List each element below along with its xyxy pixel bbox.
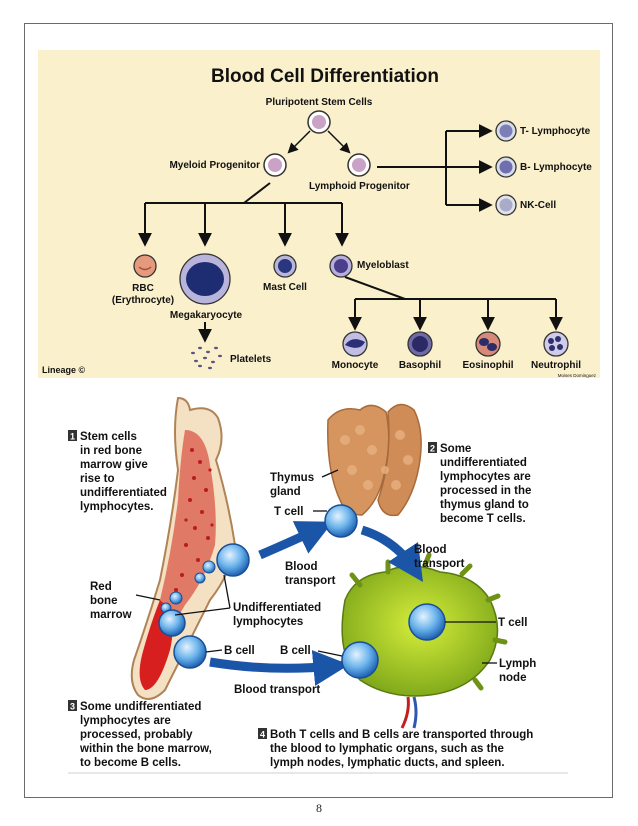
step-1: 1 Stem cells in red bone marrow give ris… xyxy=(68,430,170,513)
step-4: 4 Both T cells and B cells are transport… xyxy=(258,728,536,769)
monocyte-label: Monocyte xyxy=(332,360,379,371)
step-3: 3 Some undifferentiated lymphocytes are … xyxy=(68,700,215,769)
step-3-number: 3 xyxy=(70,702,75,712)
arrow-stem-myeloid xyxy=(287,130,311,154)
myeloblast-cell xyxy=(329,254,353,278)
basophil-label: Basophil xyxy=(399,360,441,371)
platelets-label: Platelets xyxy=(230,354,272,365)
arrow-stem-lymphoid xyxy=(327,130,351,154)
t-cell-node xyxy=(408,603,446,641)
t-cell-top-label: T cell xyxy=(274,506,303,518)
b-lymphocyte-label: B- Lymphocyte xyxy=(520,162,592,173)
b-cell-left-label: B cell xyxy=(224,645,255,657)
stem-cell-label: Pluripotent Stem Cells xyxy=(266,97,373,108)
stem-cell xyxy=(307,110,331,134)
lymphoid-branches xyxy=(377,124,493,212)
b-lymphocyte-cell xyxy=(495,156,517,178)
myeloblast-branches xyxy=(344,276,563,331)
megakaryocyte-cell xyxy=(179,253,231,305)
myeloid-branches xyxy=(138,182,349,247)
blood-transport-bottom-label: Blood transport xyxy=(234,684,320,696)
step-3-text: Some undifferentiated lymphocytes are pr… xyxy=(79,701,215,769)
step-4-text: Both T cells and B cells are transported… xyxy=(270,729,536,769)
platelets-dots xyxy=(191,346,222,370)
monocyte-cell xyxy=(342,331,368,357)
b-cell-node xyxy=(341,641,379,679)
step-4-number: 4 xyxy=(260,730,265,740)
red-marrow-label: Red bone marrow xyxy=(90,581,132,621)
blood-transport-b-label: Blood transport xyxy=(414,544,465,570)
transport-arrow-thymus xyxy=(258,521,333,560)
page-frame xyxy=(24,23,613,798)
step-2-text: Some undifferentiated lymphocytes are pr… xyxy=(440,443,535,525)
t-lymphocyte-label: T- Lymphocyte xyxy=(520,126,591,137)
step-2-number: 2 xyxy=(430,444,435,454)
page-number: 8 xyxy=(316,801,322,815)
diagram-title: Blood Cell Differentiation xyxy=(211,66,439,87)
megakaryocyte-label: Megakaryocyte xyxy=(170,310,243,321)
step-1-text: Stem cells in red bone marrow give rise … xyxy=(80,431,170,513)
leader-lines xyxy=(135,469,497,664)
mast-cell xyxy=(273,254,297,278)
nk-cell-label: NK-Cell xyxy=(520,200,556,211)
rbc-label: RBC xyxy=(132,283,154,294)
t-cell-thymus xyxy=(324,504,358,538)
step-1-number: 1 xyxy=(70,432,75,442)
transport-arrow-node xyxy=(360,525,423,582)
rbc-sub-label: (Erythrocyte) xyxy=(112,295,174,306)
thymus-illustration xyxy=(327,403,422,517)
thymus-label: Thymus gland xyxy=(270,472,317,498)
lineage-credit: Lineage © xyxy=(42,365,86,375)
undifferentiated-cells xyxy=(158,543,250,637)
b-cell-right-label: B cell xyxy=(280,645,311,657)
t-cell-right-label: T cell xyxy=(498,617,527,629)
mast-cell-label: Mast Cell xyxy=(263,282,307,293)
author-credit: Moises Dominguez xyxy=(558,373,597,378)
myeloid-label: Myeloid Progenitor xyxy=(169,160,260,171)
transport-arrow-bottom xyxy=(209,650,350,686)
neutrophil-cell xyxy=(543,331,569,357)
eosinophil-label: Eosinophil xyxy=(462,360,513,371)
undifferentiated-label: Undifferentiated lymphocytes xyxy=(233,602,324,628)
lymphoid-progenitor-cell xyxy=(347,153,371,177)
rbc-cell xyxy=(133,254,157,278)
myeloblast-label: Myeloblast xyxy=(357,260,409,271)
t-lymphocyte-cell xyxy=(495,120,517,142)
step-2: 2 Some undifferentiated lymphocytes are … xyxy=(428,442,535,525)
lymph-node-illustration xyxy=(337,552,508,729)
nk-cell xyxy=(495,194,517,216)
blood-transport-a-label: Blood transport xyxy=(285,561,336,587)
b-cell-marrow xyxy=(173,635,207,669)
eosinophil-cell xyxy=(475,331,501,357)
neutrophil-label: Neutrophil xyxy=(531,360,581,371)
lymphoid-label: Lymphoid Progenitor xyxy=(309,181,410,192)
myeloid-progenitor-cell xyxy=(263,153,287,177)
basophil-cell xyxy=(407,331,433,357)
lymph-node-label: Lymph node xyxy=(499,658,539,684)
